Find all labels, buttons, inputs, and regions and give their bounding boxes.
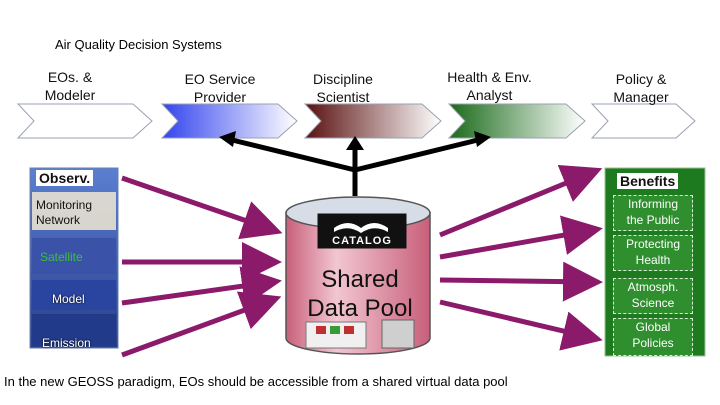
obs-item-model: Model [52, 292, 85, 306]
shared-data-pool-cylinder [285, 196, 431, 355]
role-label-discipline-scientist: Discipline Scientist [313, 71, 373, 105]
obs-image-model [32, 280, 116, 310]
role-label-eos-modeler: EOs. & Modeler [44, 69, 96, 103]
role-chevron-policy-manager [590, 103, 696, 139]
obs-image-satellite [32, 238, 116, 274]
catalog-label: CATALOG [332, 235, 392, 247]
pool-to-benefits-arrows [439, 164, 603, 351]
role-label-policy-manager: Policy & Manager [613, 71, 669, 105]
arrowheads-black [219, 131, 491, 150]
role-chevron-eos-modeler [16, 103, 153, 139]
benefit-protecting-health: Protecting Health [613, 235, 693, 271]
caption: In the new GEOSS paradigm, EOs should be… [4, 374, 508, 389]
obs-image-emission [32, 314, 116, 346]
shared-data-pool-title: Shared Data Pool [307, 266, 413, 322]
observations-title: Observ. [36, 170, 94, 186]
benefit-atmosph-science: Atmosph. Science [613, 278, 693, 314]
benefit-global-policies: Global Policies [613, 318, 693, 356]
role-label-eo-service-provider: EO Service Provider [184, 71, 256, 105]
diagram-title: Air Quality Decision Systems [55, 37, 222, 52]
obs-image-monitoring [32, 192, 116, 230]
obs-item-satellite: Satellite [40, 250, 83, 264]
obs-item-monitoring-network: Monitoring Network [36, 198, 93, 227]
role-chevron-eo-service-provider [160, 103, 298, 139]
role-chevron-discipline-scientist [303, 103, 442, 139]
benefit-informing-public: Informing the Public [613, 195, 693, 231]
role-chevron-health-analyst [447, 103, 586, 139]
obs-to-pool-arrows [121, 175, 283, 358]
role-label-health-analyst: Health & Env. Analyst [447, 69, 532, 103]
obs-item-emission: Emission [42, 336, 91, 350]
benefits-title: Benefits [617, 173, 679, 189]
